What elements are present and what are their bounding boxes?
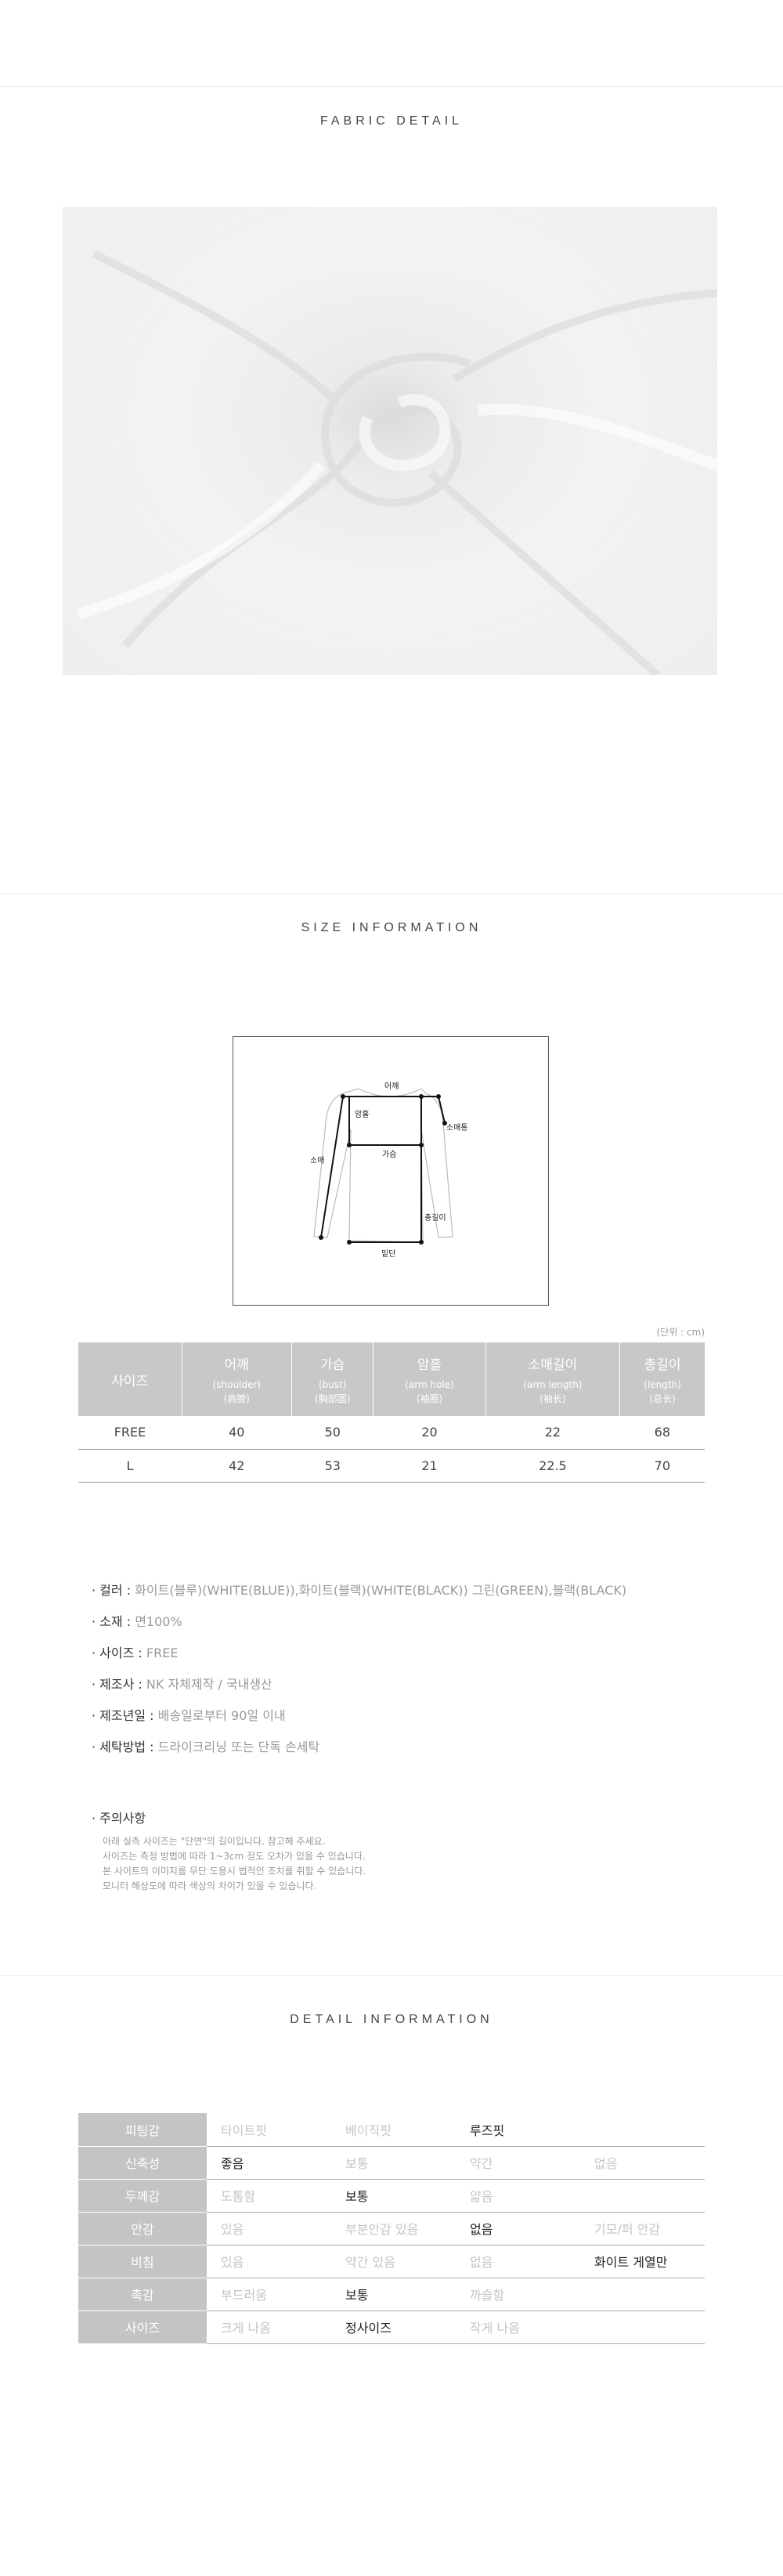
detail-option: 약간 [456, 2146, 580, 2180]
detail-option-selected: 좋음 [207, 2146, 331, 2180]
notice-title: · 주의사항 [92, 1811, 146, 1826]
header-armhole: 암홀 (arm hole) (袖圈) [373, 1342, 486, 1416]
header-size: 사이즈 [78, 1342, 182, 1416]
detail-option: 도톰함 [207, 2179, 331, 2213]
detail-option-selected: 보통 [331, 2179, 456, 2213]
detail-option: 부드러움 [207, 2278, 331, 2311]
detail-option: 약간 있음 [331, 2245, 456, 2278]
table-cell: 22 [485, 1416, 620, 1450]
size-table: 사이즈 어깨 (shoulder) (肩膀) 가슴 (bust) (胸部圍) 암… [78, 1342, 705, 1483]
detail-option [580, 2278, 705, 2311]
diagram-label-sleeve-hem: 소매통 [446, 1123, 468, 1133]
notice-line: 모니터 해상도에 따라 색상의 차이가 있을 수 있습니다. [103, 1881, 317, 1891]
spec-material: · 소재 : 면100% [92, 1614, 182, 1629]
product-specs: · 컬러 : 화이트(블루)(WHITE(BLUE)),화이트(블랙)(WHIT… [92, 1579, 718, 1767]
detail-row-label: 두께감 [78, 2179, 207, 2213]
table-cell: 20 [373, 1416, 486, 1450]
table-cell: 53 [291, 1449, 373, 1483]
detail-row-label: 사이즈 [78, 2310, 207, 2344]
detail-option: 베이직핏 [331, 2113, 456, 2147]
detail-option: 부분안감 있음 [331, 2212, 456, 2245]
table-cell: 42 [182, 1449, 292, 1483]
spec-size: · 사이즈 : FREE [92, 1646, 179, 1660]
table-cell: 22.5 [485, 1449, 620, 1483]
detail-information-title: DETAIL INFORMATION [290, 2013, 493, 2026]
table-cell: 68 [619, 1416, 705, 1450]
spec-color: · 컬러 : 화이트(블루)(WHITE(BLUE)),화이트(블랙)(WHIT… [92, 1583, 627, 1598]
diagram-label-sleeve: 소매 [310, 1156, 324, 1165]
detail-option [580, 2113, 705, 2147]
size-diagram: 어깨 암홀 소매통 소매 가슴 총길이 밑단 [233, 1036, 549, 1306]
spec-washing: · 세탁방법 : 드라이크리닝 또는 단독 손세탁 [92, 1740, 320, 1754]
table-cell: 40 [182, 1416, 292, 1450]
detail-option: 크게 나옴 [207, 2310, 331, 2344]
diagram-label-armhole: 암홀 [355, 1109, 369, 1119]
notice-block: · 주의사항 아래 실측 사이즈는 "단면"의 길이입니다. 참고해 주세요. … [92, 1808, 718, 1894]
detail-option: 없음 [456, 2245, 580, 2278]
diagram-label-chest: 가슴 [382, 1150, 396, 1159]
detail-option: 얇음 [456, 2179, 580, 2213]
detail-option [580, 2179, 705, 2213]
detail-option: 타이트핏 [207, 2113, 331, 2147]
spec-manufacture-date: · 제조년일 : 배송일로부터 90일 이내 [92, 1708, 286, 1723]
detail-option: 있음 [207, 2212, 331, 2245]
spec-manufacturer: · 제조사 : NK 자체제작 / 국내생산 [92, 1677, 272, 1692]
header-shoulder: 어깨 (shoulder) (肩膀) [182, 1342, 293, 1416]
detail-row-label: 신축성 [78, 2146, 207, 2180]
diagram-label-length: 총길이 [424, 1212, 446, 1223]
table-cell: FREE [78, 1416, 182, 1450]
detail-option-selected: 루즈핏 [456, 2113, 580, 2147]
fabric-detail-title: FABRIC DETAIL [319, 114, 464, 128]
detail-row-label: 비침 [78, 2245, 207, 2278]
header-bust: 가슴 (bust) (胸部圍) [291, 1342, 374, 1416]
size-table-header: 사이즈 어깨 (shoulder) (肩膀) 가슴 (bust) (胸部圍) 암… [78, 1342, 705, 1416]
header-length: 총길이 (length) (总长) [619, 1342, 705, 1416]
top-divider [0, 86, 783, 87]
detail-row-label: 피팅감 [78, 2113, 207, 2147]
table-row: FREE 40 50 20 22 68 [78, 1416, 705, 1450]
diagram-label-shoulder: 어깨 [384, 1082, 399, 1091]
detail-option-selected: 화이트 게열만 [580, 2245, 705, 2278]
detail-option-selected: 보통 [331, 2278, 456, 2311]
unit-note: (단위 : cm) [656, 1327, 705, 1338]
notice-line: 사이즈는 측정 방법에 따라 1~3cm 정도 오차가 있을 수 있습니다. [103, 1851, 366, 1862]
header-arm-length: 소매길이 (arm length) (袖长) [485, 1342, 621, 1416]
table-row: L 42 53 21 22.5 70 [78, 1449, 705, 1483]
table-cell: L [78, 1449, 182, 1483]
detail-row-label: 촉감 [78, 2278, 207, 2311]
detail-option-selected: 정사이즈 [331, 2310, 456, 2344]
detail-option: 작게 나옴 [456, 2310, 580, 2344]
diagram-label-hem: 밑단 [381, 1249, 395, 1259]
section-divider [0, 1975, 783, 1976]
fabric-photo [63, 207, 717, 675]
detail-option-selected: 없음 [456, 2212, 580, 2245]
detail-option: 기모/퍼 안감 [580, 2212, 705, 2245]
detail-option [580, 2310, 705, 2344]
size-information-title: SIZE INFORMATION [301, 921, 482, 934]
table-cell: 21 [373, 1449, 486, 1483]
detail-option: 까슬함 [456, 2278, 580, 2311]
detail-option: 보통 [331, 2146, 456, 2180]
table-cell: 50 [291, 1416, 373, 1450]
detail-row-label: 안감 [78, 2212, 207, 2245]
notice-line: 본 사이트의 이미지를 무단 도용시 법적인 조치를 취할 수 있습니다. [103, 1866, 366, 1877]
table-cell: 70 [619, 1449, 705, 1483]
detail-option: 없음 [580, 2146, 705, 2180]
detail-option: 있음 [207, 2245, 331, 2278]
notice-line: 아래 실측 사이즈는 "단면"의 길이입니다. 참고해 주세요. [103, 1836, 326, 1847]
